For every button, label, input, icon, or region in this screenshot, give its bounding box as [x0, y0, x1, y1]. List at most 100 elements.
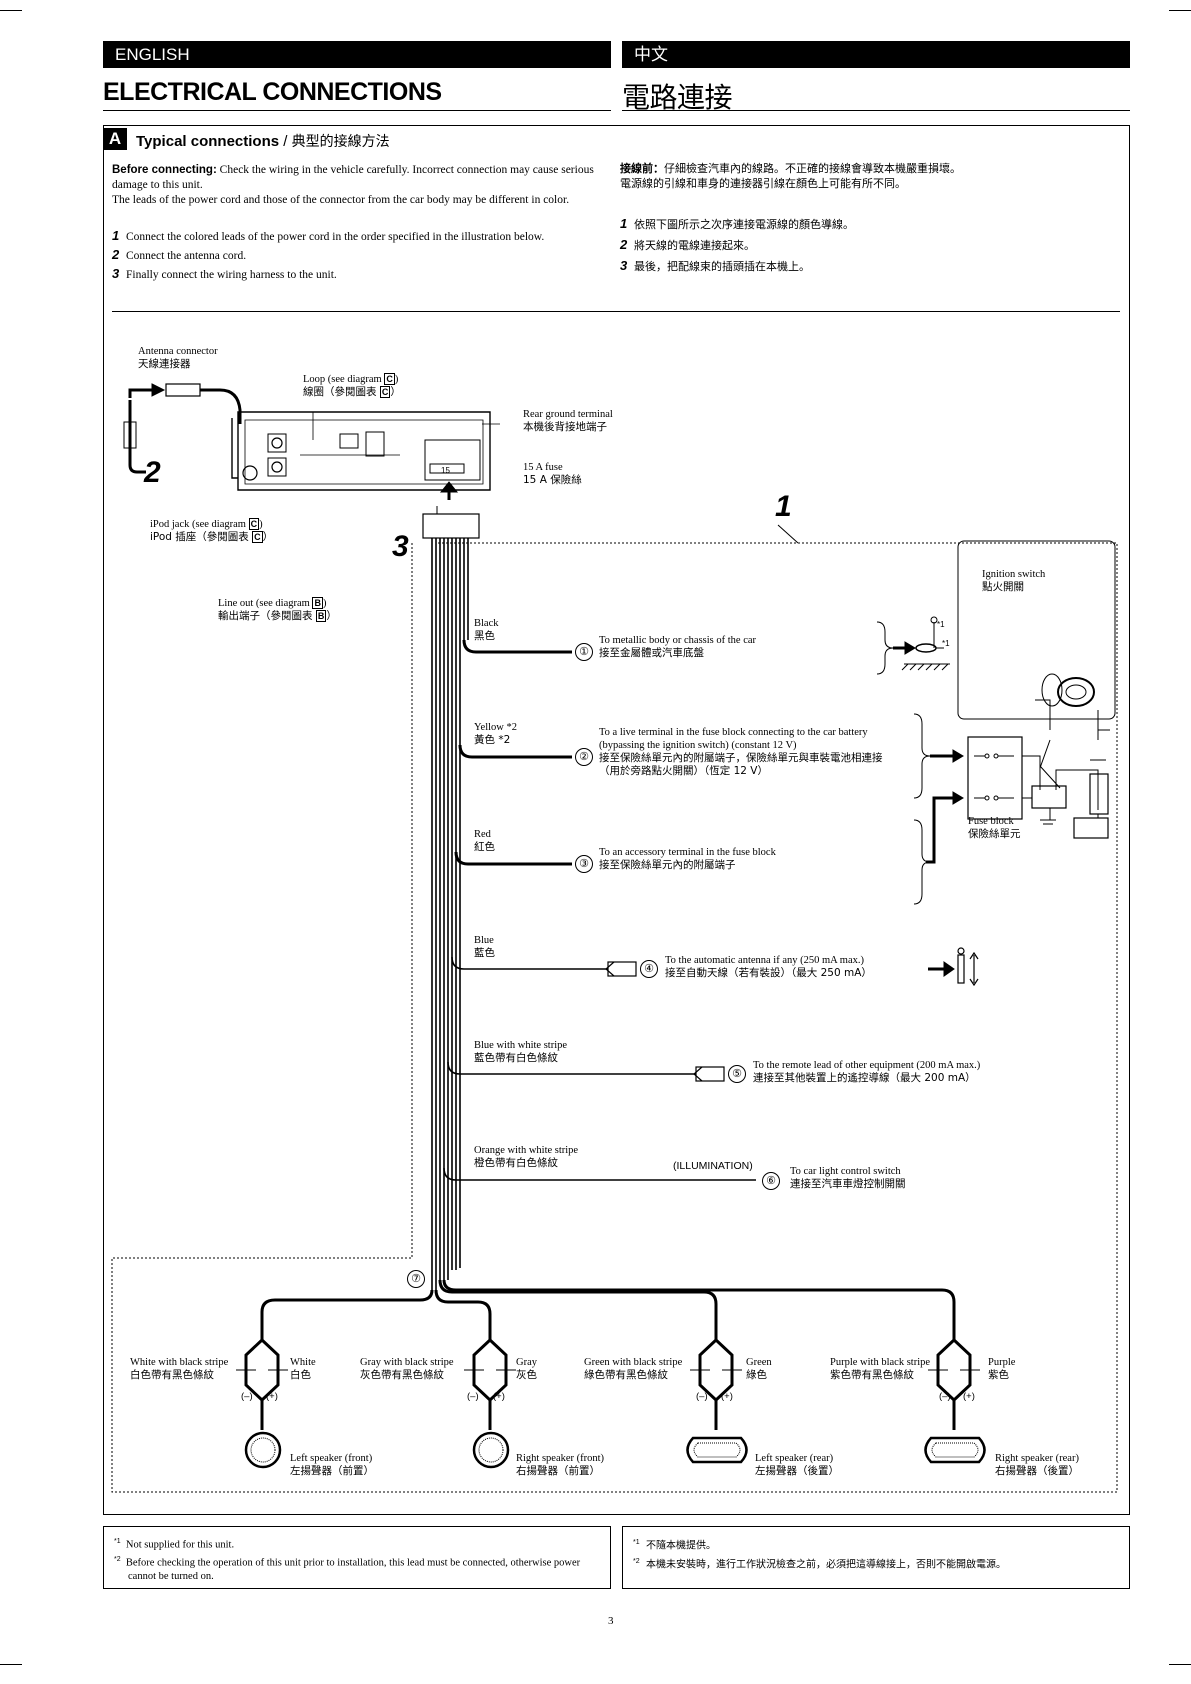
step-item: 3 Finally connect the wiring harness to t…	[112, 266, 612, 285]
language-bar-zh: 中文	[622, 41, 1130, 68]
section-frame	[103, 125, 1130, 1515]
loop-label: Loop (see diagram C)線圈（參閱圖表 C）	[303, 373, 401, 398]
speaker-splitter-4	[928, 1338, 980, 1430]
step-number: 1	[112, 228, 120, 243]
wire-destination: To the remote lead of other equipment (2…	[753, 1060, 981, 1084]
wire-blue	[451, 956, 608, 970]
divider	[103, 110, 611, 111]
fuse-mark: 15	[441, 466, 450, 475]
footnotes-zh: *1 不隨本機提供。 *2 本機未安裝時，進行工作狀況檢查之前，必須把這導線接上…	[622, 1526, 1130, 1589]
page-title-zh: 電路連接	[622, 81, 733, 114]
intro-zh-line1: 仔細檢查汽車內的線路。不正確的接線會導致本機嚴重損壞。	[664, 162, 961, 175]
harness-dashed-frame	[111, 542, 1118, 1493]
step-text: 將天線的電線連接起來。	[634, 239, 755, 252]
step-text: Finally connect the wiring harness to th…	[126, 269, 337, 281]
step-text: 依照下圖所示之次序連接電源線的顏色導線。	[634, 218, 854, 231]
polarity-minus: (–)	[939, 1391, 951, 1402]
wire-number: ①	[575, 643, 593, 661]
polarity-plus: (+)	[266, 1391, 278, 1402]
section-divider	[112, 311, 1120, 312]
step-marker-1: 1	[775, 490, 792, 523]
polarity-plus: (+)	[721, 1391, 733, 1402]
wire-destination: To the automatic antenna if any (250 mA …	[665, 955, 872, 979]
polarity-minus: (–)	[696, 1391, 708, 1402]
wire-number: ④	[640, 960, 658, 978]
wire-destination: To an accessory terminal in the fuse blo…	[599, 847, 776, 871]
section-title: Typical connections / 典型的接線方法	[136, 131, 390, 151]
section-title-zh: 典型的接線方法	[291, 134, 390, 150]
speaker-name: Right speaker (rear)右揚聲器（後置）	[995, 1453, 1079, 1477]
antenna-cable	[128, 400, 146, 474]
intro-zh: 接線前：仔細檢查汽車內的線路。不正確的接線會導致本機嚴重損壞。 電源線的引線和車…	[620, 161, 1120, 191]
step-number: 1	[620, 216, 628, 231]
wire-number: ⑤	[728, 1065, 746, 1083]
footnote: *1 Not supplied for this unit.	[114, 1538, 235, 1551]
battery-icon	[1073, 817, 1109, 839]
speaker-splitter-3	[690, 1338, 742, 1430]
step-number: 2	[620, 237, 628, 252]
intro-zh-bold: 接線前：	[620, 162, 664, 175]
speaker-wire-number: ⑦	[407, 1270, 425, 1288]
crop-mark	[1169, 1664, 1191, 1665]
section-title-sep: /	[279, 133, 292, 150]
wire-orange-white	[443, 1167, 756, 1181]
crop-mark	[1169, 10, 1191, 11]
auto-antenna-icon	[957, 954, 965, 984]
step-marker-3: 3	[392, 530, 409, 563]
wire-blue-white	[447, 1061, 696, 1075]
footnote-cont: cannot be turned on.	[128, 1571, 214, 1582]
polarity-minus: (–)	[241, 1391, 253, 1402]
intro-en-bold: Before connecting:	[112, 164, 217, 176]
polarity-plus: (+)	[493, 1391, 505, 1402]
polarity-plus: (+)	[963, 1391, 975, 1402]
wire-number: ②	[575, 748, 593, 766]
star-note: *1	[937, 620, 945, 629]
wire-black	[462, 639, 572, 654]
footnotes-en: *1 Not supplied for this unit. *2 Before…	[103, 1526, 611, 1589]
speaker-name: Left speaker (rear)左揚聲器（後置）	[755, 1453, 839, 1477]
fuse-block-icon	[967, 736, 1023, 820]
footnote: *1 不隨本機提供。	[633, 1539, 716, 1552]
line-out-label: Line out (see diagram B)輸出端子（參閱圖表 B）	[218, 597, 337, 622]
crop-mark	[0, 10, 22, 11]
step-item: 2 Connect the antenna cord.	[112, 247, 612, 266]
footnote: *2 本機未安裝時，進行工作狀況檢查之前，必須把這導線接上，否則不能開啟電源。	[633, 1558, 1006, 1571]
speaker-name: Right speaker (front)右揚聲器（前置）	[516, 1453, 605, 1477]
intro-en: Before connecting: Check the wiring in t…	[112, 163, 612, 208]
step-number: 2	[112, 247, 120, 262]
intro-en-line2: damage to this unit.	[112, 179, 203, 191]
step-number: 3	[112, 266, 120, 281]
step-number: 3	[620, 258, 628, 273]
ignition-box	[957, 540, 1116, 720]
intro-zh-line2: 電源線的引線和車身的連接器引線在顏色上可能有所不同。	[620, 177, 906, 190]
crop-mark	[0, 1664, 22, 1665]
section-badge: A	[103, 128, 127, 150]
step-marker-2: 2	[144, 456, 161, 489]
step-text: Connect the antenna cord.	[126, 250, 247, 262]
intro-en-line3: The leads of the power cord and those of…	[112, 194, 570, 206]
page-title-en: ELECTRICAL CONNECTIONS	[103, 78, 442, 106]
harness-connector	[422, 513, 480, 539]
speaker-name: Left speaker (front)左揚聲器（前置）	[290, 1453, 374, 1477]
